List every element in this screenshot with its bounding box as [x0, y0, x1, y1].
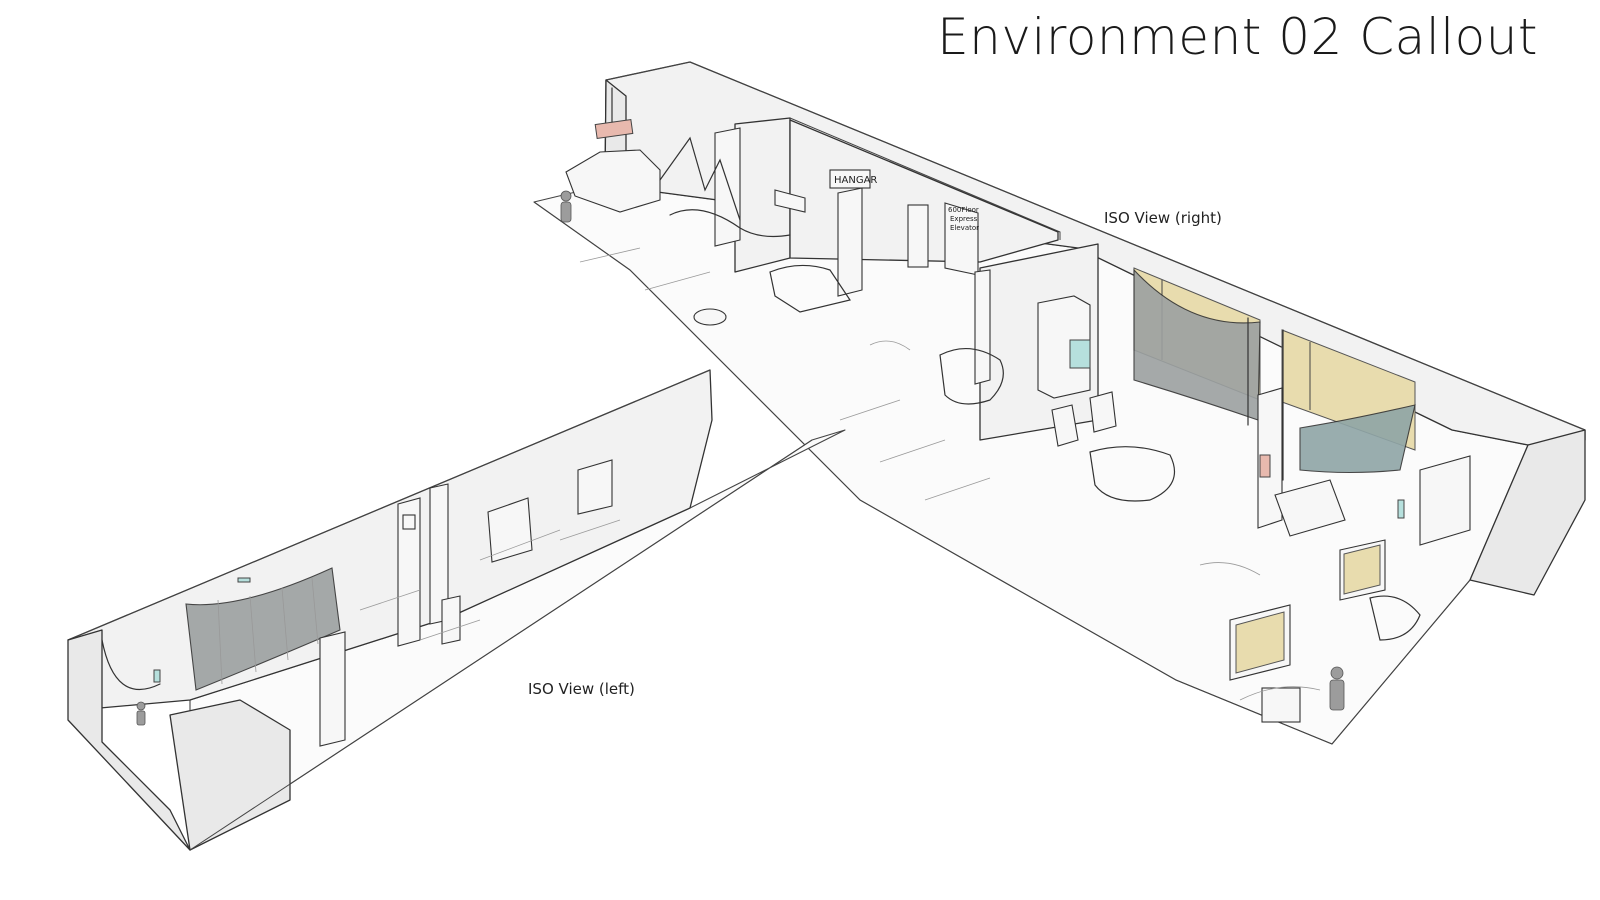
trash-bin-1	[1051, 404, 1079, 447]
crate	[1261, 687, 1301, 723]
curtain-gray-left	[185, 567, 341, 691]
bench	[1274, 479, 1346, 537]
car	[565, 149, 661, 213]
person-figure-left	[136, 701, 146, 726]
hanging-sign-pink	[594, 118, 634, 140]
hangar-sign: HANGAR	[834, 175, 877, 186]
machine-screen	[1069, 339, 1091, 369]
iso-view-right-label: ISO View (right)	[1104, 209, 1222, 227]
left-end-wall	[67, 629, 191, 851]
machine-cabinet	[1037, 295, 1091, 399]
elevator-sign-2: Express	[950, 215, 978, 223]
column-sign	[1259, 454, 1271, 478]
person-figure-right-1	[560, 190, 572, 223]
iso-view-left-label: ISO View (left)	[528, 680, 635, 698]
page-title: Environment 02 Callout	[937, 8, 1538, 66]
trash-bin-2	[1089, 391, 1117, 433]
right-end-wall	[1469, 429, 1586, 596]
person-figure-right-2	[1329, 666, 1345, 711]
elevator-sign-3: Elevator	[950, 224, 979, 232]
elevator-sign-1: 600Floor	[948, 206, 979, 214]
left-front-block	[169, 699, 291, 851]
iso-view-left	[67, 369, 846, 851]
curtain-gray-right	[1133, 268, 1261, 421]
iso-view-right: HANGAR 600Floor Express Elevator	[533, 61, 1586, 745]
curtain-teal-right	[1299, 404, 1416, 474]
